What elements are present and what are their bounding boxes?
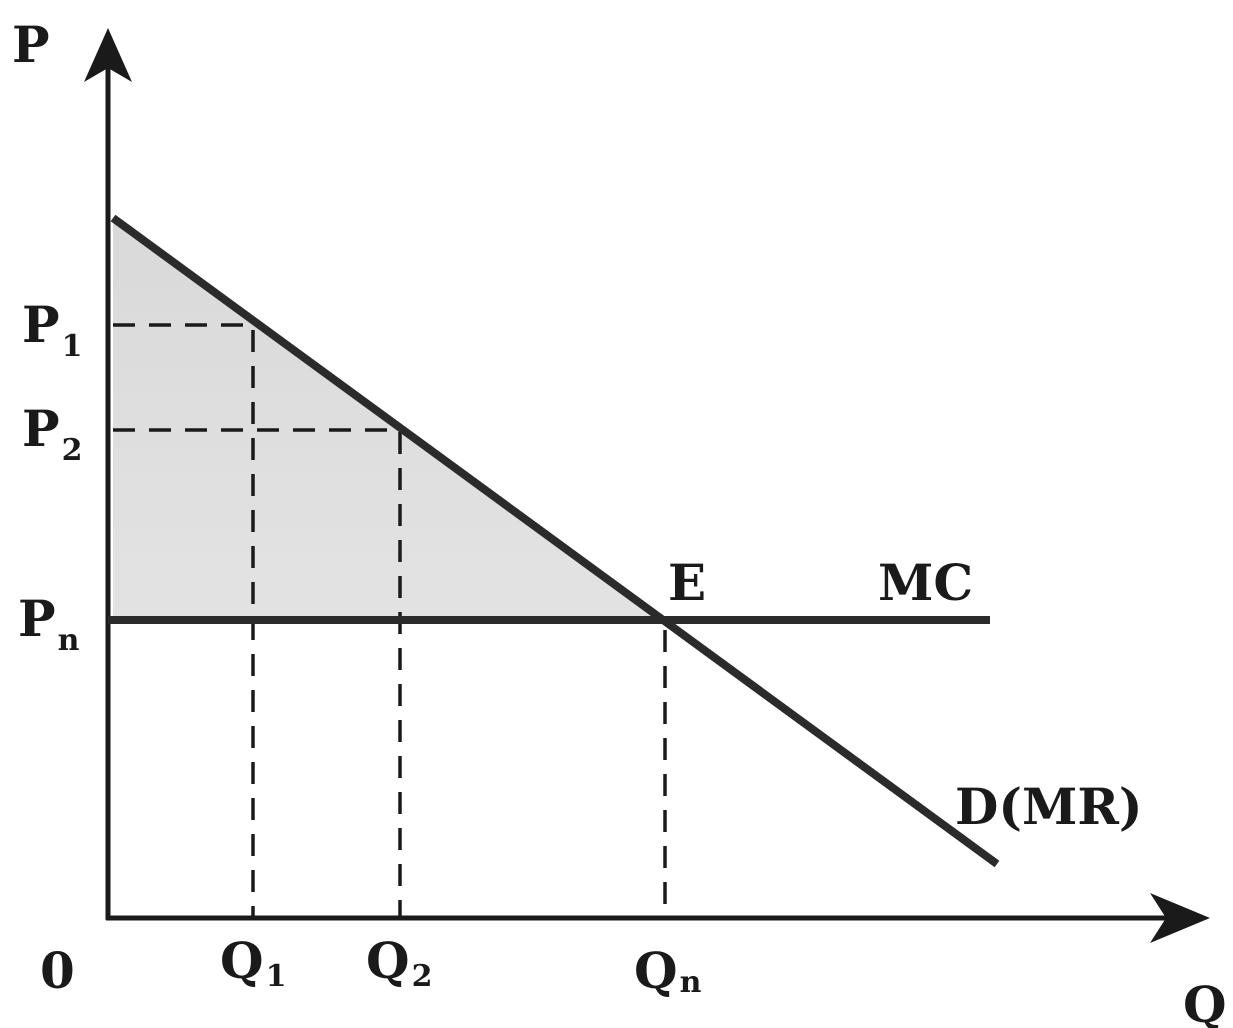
demand-label: D(MR) — [955, 777, 1143, 836]
x-axis-label: Q — [1183, 975, 1227, 1028]
q2-label: Q2 — [366, 931, 432, 994]
q1-label: Q1 — [220, 931, 286, 994]
pn-label: Pn — [18, 589, 80, 658]
demand-line — [110, 214, 1000, 868]
qn-label: Qn — [634, 941, 702, 1000]
p1-label: P1 — [22, 295, 82, 364]
equilibrium-label: E — [668, 553, 706, 612]
p2-label: P2 — [22, 399, 82, 468]
mc-label: MC — [878, 553, 973, 612]
x-axis-arrow — [1150, 893, 1210, 943]
y-axis-arrow — [84, 28, 132, 82]
y-axis-label: P — [12, 15, 50, 74]
origin-label: 0 — [40, 941, 75, 1000]
